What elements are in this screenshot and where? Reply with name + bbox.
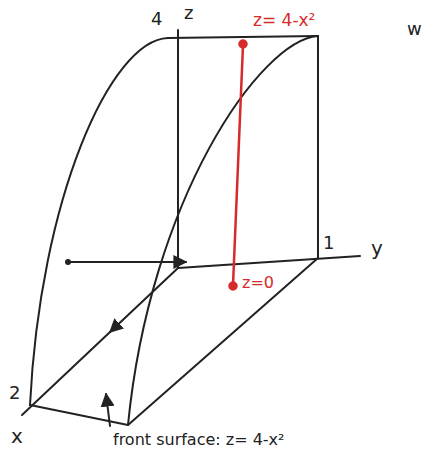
surface-equation: z= 4-x²	[252, 12, 316, 29]
axis-value: 1	[322, 234, 335, 252]
bottom-front-edge	[30, 405, 128, 425]
top-dot	[240, 41, 247, 48]
x-axis-arrow	[110, 268, 178, 332]
pointer-arrow	[106, 394, 110, 426]
surface-equation: z=0	[241, 275, 275, 291]
axis-value: 4	[150, 10, 163, 28]
axis-name: z	[183, 4, 194, 22]
x-axis	[22, 332, 110, 415]
surface-note-holder: front surface: z= 4-x²	[112, 431, 285, 449]
back-edge	[317, 36, 319, 258]
surface-equation-holder: z= 4-x²	[252, 12, 316, 30]
axis-name: y	[370, 238, 384, 258]
axis-name-holder: z	[183, 4, 194, 23]
axis-name: x	[10, 426, 24, 446]
direction-arrow	[70, 261, 186, 263]
z-axis	[177, 30, 179, 268]
axis-name-holder: x	[10, 426, 24, 447]
axis-value-holder: 1	[322, 234, 335, 253]
axis-value-holder: 4	[150, 10, 163, 29]
margin-note: w	[406, 20, 423, 38]
surface-equation-holder: z=0	[241, 274, 275, 292]
axis-name-holder: y	[370, 238, 384, 259]
top-edge	[168, 36, 318, 38]
back-parabola	[30, 38, 168, 405]
y-axis	[178, 256, 360, 268]
axis-value: 2	[8, 384, 21, 402]
red-segment	[233, 45, 243, 285]
floor-edge	[128, 258, 318, 425]
bottom-dot	[230, 283, 237, 290]
axis-value-holder: 2	[8, 384, 21, 403]
surface-note: front surface: z= 4-x²	[112, 432, 285, 448]
front-parabola	[128, 36, 318, 425]
margin-note-holder: w	[406, 20, 423, 39]
arrow-dot	[65, 259, 71, 265]
